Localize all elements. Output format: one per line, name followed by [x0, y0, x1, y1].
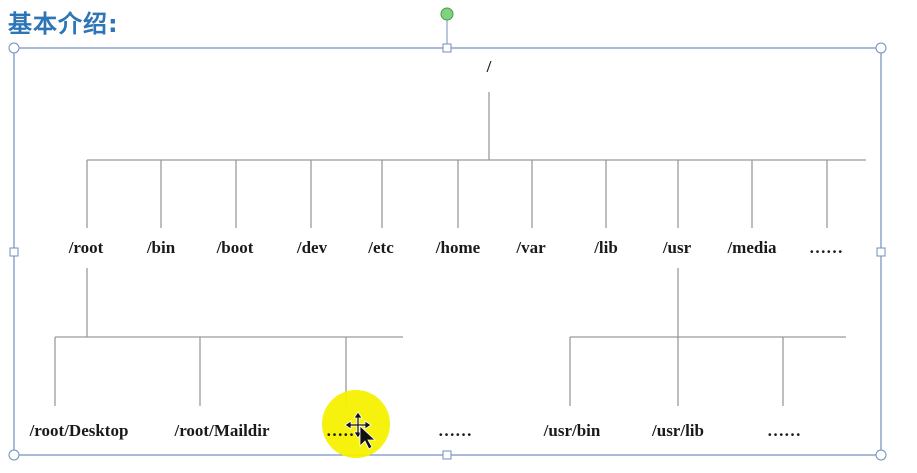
node-bin: /bin	[146, 238, 176, 257]
node-root-more-2: ……	[438, 421, 472, 440]
node-root-more: ……	[326, 421, 360, 440]
node-more: ……	[809, 238, 843, 257]
resize-handle-top-left[interactable]	[8, 42, 20, 54]
node-media: /media	[727, 238, 777, 257]
node-var: /var	[516, 238, 546, 257]
node-root-desktop: /root/Desktop	[29, 421, 129, 440]
node-dev: /dev	[296, 238, 328, 257]
node-usr-lib: /usr/lib	[652, 421, 704, 440]
resize-handle-bottom-left[interactable]	[8, 449, 20, 461]
resize-handle-left[interactable]	[9, 247, 19, 257]
node-usr-bin: /usr/bin	[543, 421, 601, 440]
resize-handle-top-right[interactable]	[875, 42, 887, 54]
resize-handle-right[interactable]	[876, 247, 886, 257]
node-lib: /lib	[594, 238, 618, 257]
page-heading: 基本介绍:	[8, 10, 119, 38]
node-etc: /etc	[368, 238, 394, 257]
node-root-maildir: /root/Maildir	[174, 421, 270, 440]
node-home: /home	[435, 238, 481, 257]
rotation-handle[interactable]	[440, 7, 454, 21]
resize-handle-bottom-right[interactable]	[875, 449, 887, 461]
resize-handle-top[interactable]	[442, 43, 452, 53]
node-boot: /boot	[216, 238, 254, 257]
node-usr: /usr	[662, 238, 692, 257]
node-root: /root	[68, 238, 104, 257]
resize-handle-bottom[interactable]	[442, 450, 452, 460]
root-node: /	[486, 57, 492, 76]
node-usr-more: ……	[767, 421, 801, 440]
